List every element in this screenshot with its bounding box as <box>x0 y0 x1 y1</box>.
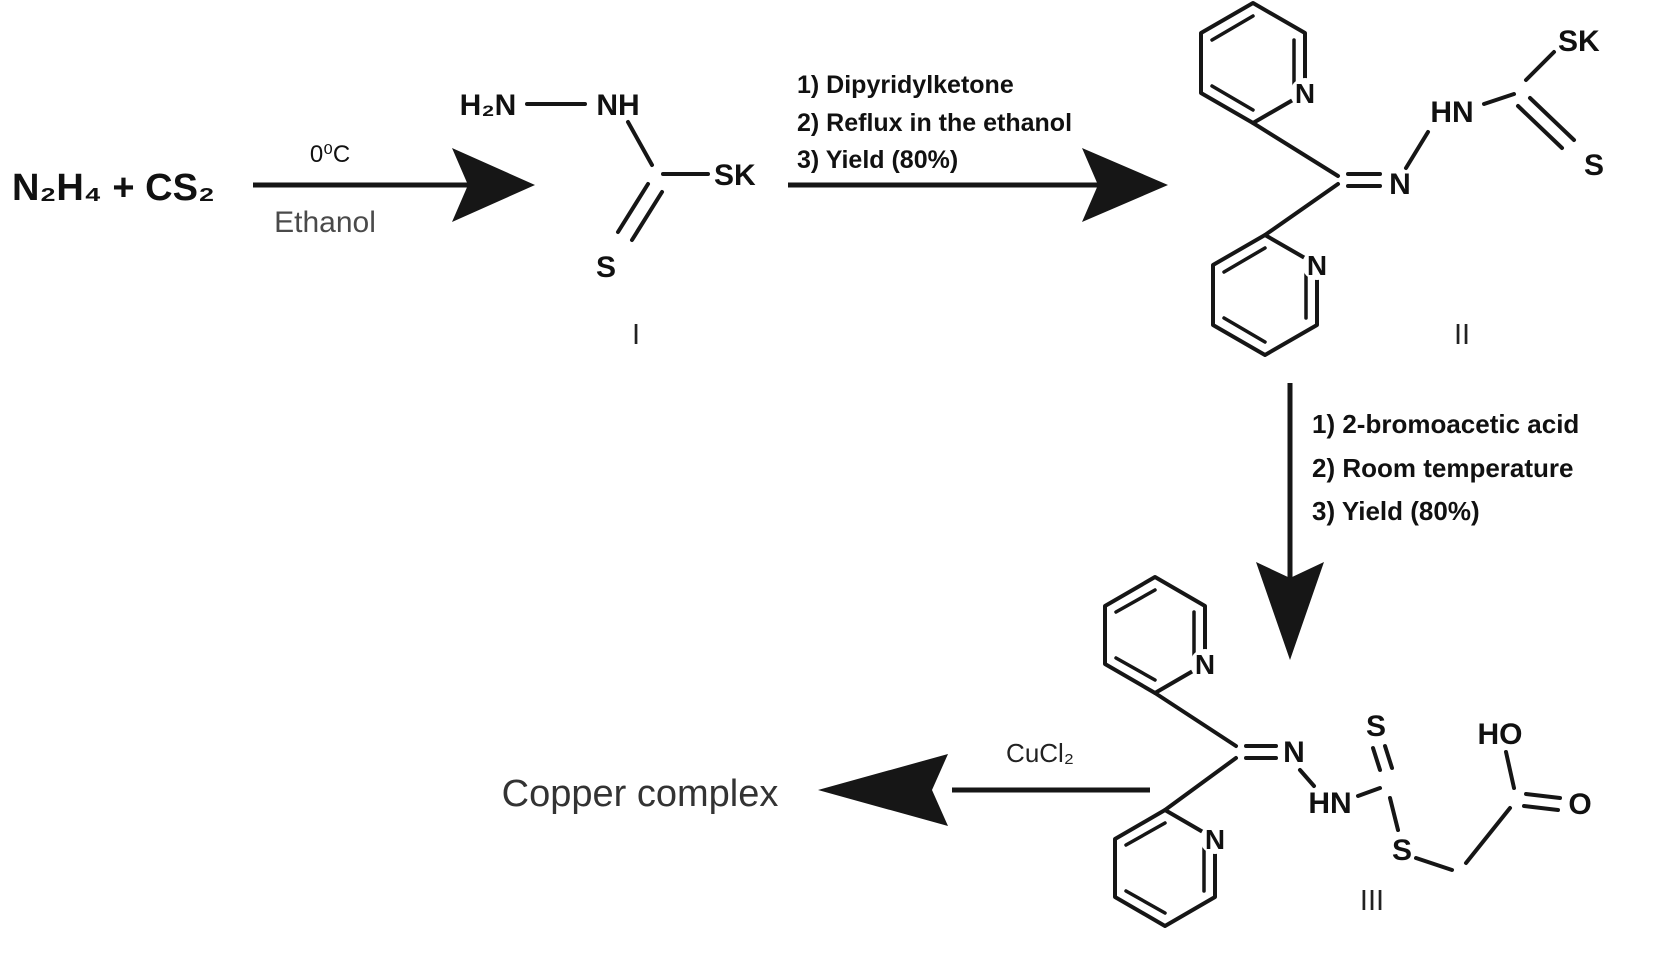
bond <box>1356 786 1382 798</box>
step2-condition-1: 1) Dipyridylketone <box>797 71 1014 99</box>
product: Copper complex <box>502 773 779 815</box>
compound-3: N N N HN S S O HO III <box>1103 575 1592 928</box>
step1-arrow: 0⁰C Ethanol <box>253 141 535 239</box>
bond <box>1153 691 1238 748</box>
arrow-head <box>1082 148 1168 222</box>
arrow-head <box>818 754 948 826</box>
aromatic-bond <box>1222 316 1267 344</box>
compound2-sk-label: SK <box>1558 25 1600 58</box>
atom-mask <box>1290 78 1320 108</box>
step2-condition-3: 3) Yield (80%) <box>797 146 958 174</box>
compound3-ring-bottom-n-label: N <box>1205 824 1225 855</box>
compound3-carbonyl-o-label: O <box>1568 788 1591 821</box>
aromatic-bond <box>1114 656 1157 682</box>
compound3-hydroxyl-label: HO <box>1478 718 1523 751</box>
product-label: Copper complex <box>502 773 779 815</box>
bond <box>626 120 654 167</box>
compound3-ring-top-n-label: N <box>1195 649 1215 680</box>
compound2-ring-bottom-n-label: N <box>1307 250 1327 281</box>
compound2-imine-n-label: N <box>1389 168 1411 201</box>
bond <box>1404 130 1430 170</box>
compound2-ring-top-n-label: N <box>1295 78 1315 109</box>
bond <box>1504 750 1516 790</box>
compound-2: N N N HN SK S II <box>1199 1 1604 357</box>
double-bond <box>630 190 664 242</box>
reactants: N₂H₄ + CS₂ <box>12 167 215 209</box>
compound3-numeral: III <box>1360 885 1384 917</box>
arrow-head <box>452 148 535 222</box>
bond <box>1263 182 1340 237</box>
step4-arrow: CuCl₂ <box>818 738 1150 826</box>
aromatic-bond <box>1210 14 1255 42</box>
double-bond <box>616 182 650 234</box>
compound3-imine-n-label: N <box>1283 736 1305 769</box>
double-bond <box>1528 96 1576 142</box>
bond <box>1464 806 1512 865</box>
step1-temperature-label: 0⁰C <box>310 141 350 168</box>
step4-reagent-label: CuCl₂ <box>1006 738 1074 768</box>
compound1-nh-label: NH <box>596 89 639 122</box>
compound3-thione-s-label: S <box>1366 710 1386 743</box>
atom-mask <box>1302 250 1332 280</box>
double-bond <box>1522 804 1560 812</box>
step3-condition-1: 1) 2-bromoacetic acid <box>1312 409 1579 439</box>
double-bond <box>1524 792 1562 800</box>
compound1-sk-label: SK <box>714 159 756 192</box>
aromatic-bond <box>1124 889 1167 915</box>
aromatic-bond <box>1114 588 1157 614</box>
arrow-head <box>1256 562 1324 660</box>
aromatic-bond <box>1124 821 1167 847</box>
bond <box>1414 856 1454 872</box>
bond <box>1524 50 1556 82</box>
bond <box>1482 92 1516 106</box>
aromatic-bond <box>1222 246 1267 274</box>
compound-1: H₂N NH SK S I <box>460 89 756 351</box>
compound2-numeral: II <box>1454 319 1470 351</box>
double-bond <box>1516 104 1564 150</box>
pyridine-ring <box>1211 233 1319 357</box>
bond <box>1163 756 1238 812</box>
bond <box>1388 796 1400 832</box>
step3-arrow: 1) 2-bromoacetic acid 2) Room temperatur… <box>1256 383 1579 660</box>
atom-mask <box>1190 649 1220 679</box>
atom-mask <box>1200 824 1230 854</box>
step3-condition-3: 3) Yield (80%) <box>1312 496 1480 526</box>
compound2-hn-label: HN <box>1430 96 1473 129</box>
compound3-hn-label: HN <box>1308 787 1351 820</box>
pyridine-ring <box>1199 1 1307 125</box>
double-bond <box>1371 746 1382 772</box>
compound2-s-label: S <box>1584 149 1604 182</box>
compound1-numeral: I <box>632 319 640 351</box>
compound3-thioether-s-label: S <box>1392 834 1412 867</box>
step2-condition-2: 2) Reflux in the ethanol <box>797 109 1072 137</box>
pyridine-ring <box>1103 575 1207 695</box>
pyridine-ring <box>1113 808 1217 928</box>
aromatic-bond <box>1210 84 1255 112</box>
step1-solvent-label: Ethanol <box>274 206 376 239</box>
bond <box>1298 768 1316 788</box>
step3-condition-2: 2) Room temperature <box>1312 453 1574 483</box>
step2-arrow: 1) Dipyridylketone 2) Reflux in the etha… <box>788 71 1168 222</box>
double-bond <box>1383 744 1394 770</box>
reactant-formula: N₂H₄ + CS₂ <box>12 167 215 209</box>
compound1-s-label: S <box>596 251 616 284</box>
compound1-h2n-label: H₂N <box>460 89 517 122</box>
bond <box>1251 121 1340 178</box>
